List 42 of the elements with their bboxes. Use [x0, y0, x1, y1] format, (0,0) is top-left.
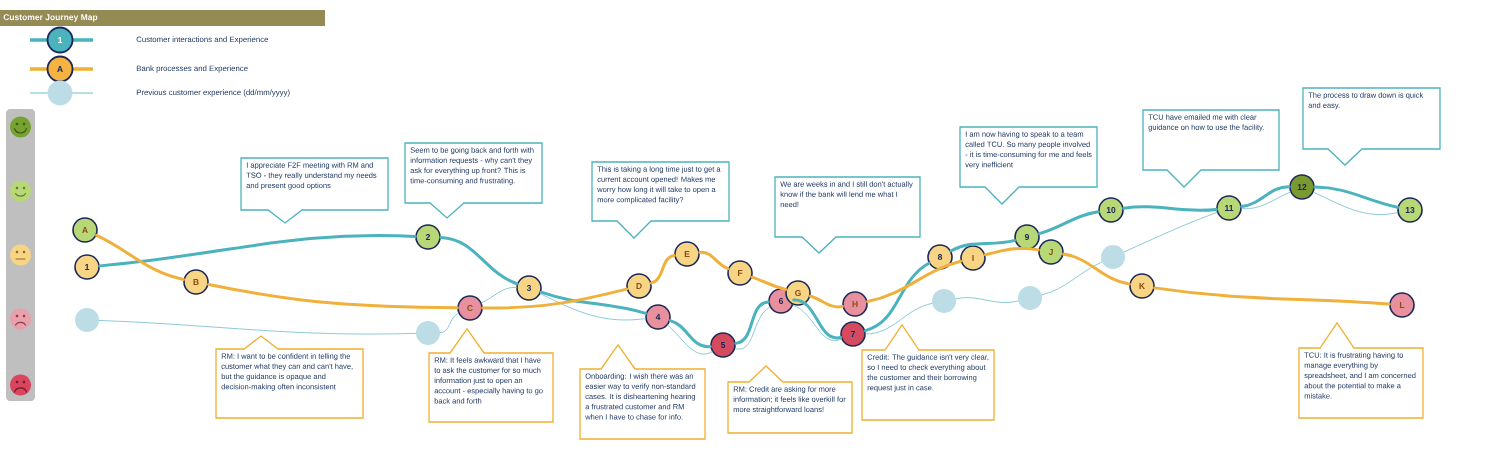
connector-line — [1041, 261, 1103, 296]
connector-line — [667, 324, 713, 355]
connector-line — [734, 306, 771, 350]
connector-line — [439, 236, 519, 286]
connector-line — [1313, 191, 1398, 215]
connector-line — [808, 294, 844, 309]
connector-line — [792, 304, 842, 342]
connector-line — [539, 290, 648, 315]
connector-line — [668, 319, 712, 349]
empty-circle — [1101, 245, 1125, 269]
connector-line — [481, 286, 517, 304]
connector-line — [792, 298, 843, 340]
empty-circle — [416, 321, 440, 345]
connector-line — [865, 302, 933, 335]
connector-line — [439, 312, 459, 334]
connector-line — [540, 293, 646, 321]
empty-circle — [1018, 286, 1042, 310]
connector-line — [481, 287, 629, 310]
connector-line — [734, 300, 770, 345]
title-bar: Customer Journey Map — [0, 10, 325, 26]
connector-line — [1122, 205, 1218, 212]
connector-line — [863, 261, 931, 333]
connector-line — [1153, 286, 1391, 306]
connector-line — [1062, 252, 1131, 286]
connector-line — [983, 246, 1040, 257]
connector-line — [1240, 185, 1291, 209]
connector-line — [95, 233, 185, 281]
connector-line — [98, 320, 417, 335]
empty-circle — [932, 289, 956, 313]
connector-line — [750, 275, 788, 292]
connector-line — [649, 254, 676, 285]
connector-line — [207, 283, 459, 310]
connector-line — [98, 234, 417, 268]
connector-line — [1123, 211, 1218, 253]
connector-line — [955, 297, 1019, 304]
connector-line — [1037, 210, 1100, 236]
empty-circle — [75, 308, 99, 332]
connector-line — [1313, 185, 1399, 209]
connector-line — [1241, 191, 1291, 210]
connector-line — [698, 250, 730, 271]
connector-line — [866, 259, 963, 303]
connector-line — [949, 238, 1017, 253]
